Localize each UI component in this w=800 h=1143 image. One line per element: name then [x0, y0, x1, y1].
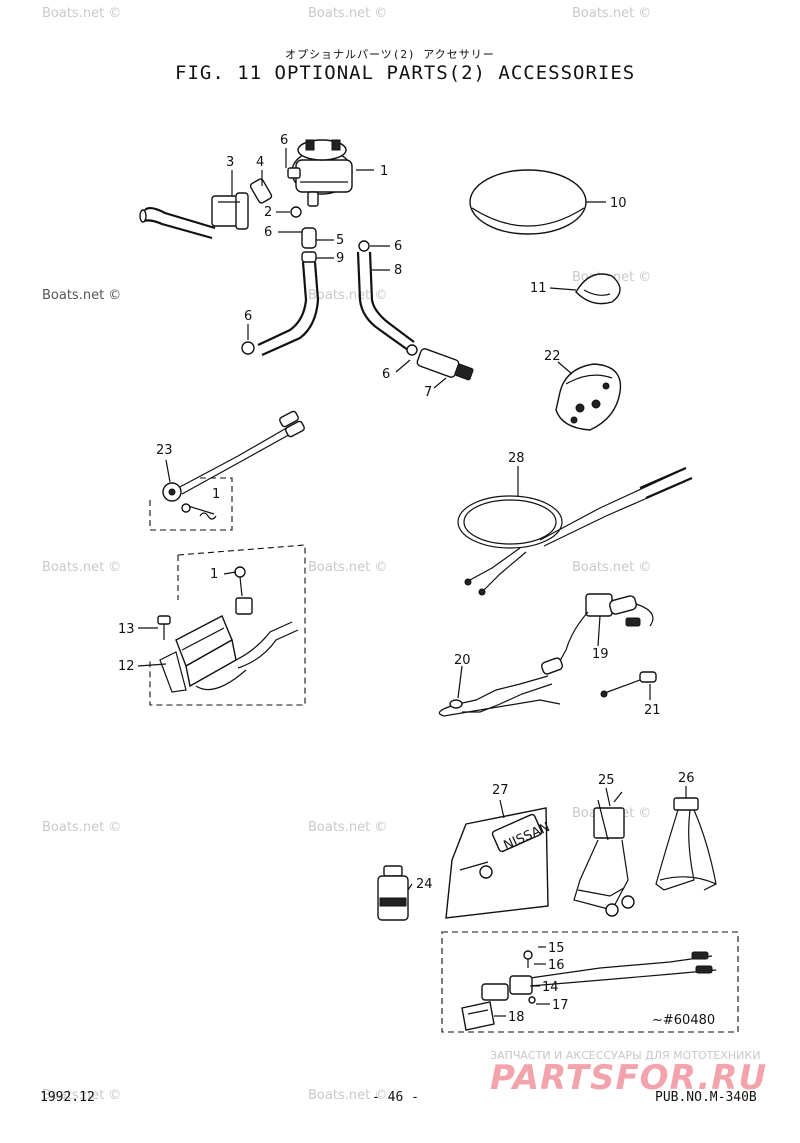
callout-6: 6	[394, 239, 402, 254]
callout-9: 9	[336, 251, 344, 266]
shop-tagline: ЗАПЧАСТИ И АКСЕССУАРЫ ДЛЯ МОТОТЕХНИКИ	[490, 1049, 761, 1062]
watermark: Boats.net ©	[308, 1088, 388, 1103]
callout-28: 28	[508, 451, 525, 466]
watermark: Boats.net ©	[42, 560, 122, 575]
starter-pulley-22	[555, 363, 622, 431]
watermark: Boats.net ©	[42, 1088, 122, 1103]
hose-joint-5	[301, 227, 317, 249]
callout-1: 1	[380, 164, 388, 179]
remote-harness-19	[540, 593, 654, 675]
wire-20	[438, 675, 561, 717]
watermark: Boats.net ©	[572, 560, 652, 575]
callout-20: 20	[454, 653, 471, 668]
dashed-group-12	[149, 544, 306, 706]
watermark: Boats.net ©	[308, 820, 388, 835]
callout-6: 6	[280, 133, 288, 148]
callout-6: 6	[244, 309, 252, 324]
fuel-connector-3	[211, 192, 249, 230]
callout-10: 10	[610, 196, 627, 211]
battery-cable-28	[457, 466, 693, 596]
callout-13: 13	[118, 622, 135, 637]
callout-23: 23	[156, 443, 173, 458]
watermark: Boats.net ©	[308, 560, 388, 575]
watermark: Boats.net ©	[42, 820, 122, 835]
callout-25: 25	[598, 773, 615, 788]
callout-8: 8	[394, 263, 402, 278]
connector-21	[600, 671, 657, 698]
footer-page-number: - 46 -	[372, 1090, 419, 1105]
watermark: Boats.net ©	[308, 288, 388, 303]
callout-11: 11	[530, 281, 547, 296]
stand-25	[573, 791, 635, 917]
rectifier-harness	[195, 621, 299, 691]
callout-3: 3	[226, 155, 234, 170]
shop-logo: PARTSFOR.RU	[490, 1058, 768, 1098]
cap-11	[575, 273, 621, 305]
callout-12: 12	[118, 659, 135, 674]
leader-lines	[137, 148, 687, 1017]
callout-16: 16	[548, 958, 565, 973]
callout-6: 6	[264, 225, 272, 240]
callout-7: 7	[424, 385, 432, 400]
fuel-connector-7	[406, 344, 474, 381]
callout-1: 1	[212, 487, 220, 502]
callout-6: 6	[382, 367, 390, 382]
stop-switch-harness-23	[162, 410, 305, 502]
callout-19: 19	[592, 647, 609, 662]
joint-4	[249, 178, 273, 204]
callout-4: 4	[256, 155, 264, 170]
oil-bottle-24	[377, 865, 409, 921]
watermark: Boats.net ©	[42, 6, 122, 21]
dashed-group-14	[441, 931, 739, 1033]
switch-harness-14	[481, 950, 717, 1004]
figure-title-japanese: オプショナルパーツ(2) アクセサリー	[285, 48, 495, 61]
watermark: Boats.net ©	[42, 288, 122, 303]
callout-5: 5	[336, 233, 344, 248]
stand-26	[655, 797, 717, 891]
clip-2	[290, 206, 302, 218]
serial-note: ~#60480	[652, 1013, 715, 1028]
callout-22: 22	[544, 349, 561, 364]
screw-1	[234, 566, 253, 615]
clip-6-right	[358, 240, 370, 252]
callout-24: 24	[416, 877, 433, 892]
callout-1: 1	[210, 567, 218, 582]
footer-date: 1992.12	[40, 1090, 95, 1105]
watermark: Boats.net ©	[572, 6, 652, 21]
cover-10	[469, 169, 587, 235]
fuel-hose-left	[139, 206, 216, 240]
callout-27: 27	[492, 783, 509, 798]
callout-18: 18	[508, 1010, 525, 1025]
connector-18	[461, 1001, 495, 1031]
fuel-hose-down	[241, 261, 320, 357]
callout-21: 21	[644, 703, 661, 718]
footer-publication-number: PUB.NO.M-340B	[655, 1090, 757, 1105]
callout-26: 26	[678, 771, 695, 786]
dashed-group-23	[149, 477, 233, 531]
callout-15: 15	[548, 941, 565, 956]
callout-17: 17	[552, 998, 569, 1013]
callout-2: 2	[264, 205, 272, 220]
filter-9	[301, 251, 317, 263]
fuel-hose-8	[356, 251, 415, 351]
cover-bag-27	[445, 807, 549, 919]
bolt-13	[157, 615, 171, 640]
callout-14: 14	[542, 980, 559, 995]
rectifier-12	[159, 615, 237, 693]
lanyard-clip-1	[181, 503, 217, 520]
watermark: Boats.net ©	[308, 6, 388, 21]
figure-title: FIG. 11 OPTIONAL PARTS(2) ACCESSORIES	[175, 62, 636, 84]
fuel-pump-1	[287, 139, 353, 207]
